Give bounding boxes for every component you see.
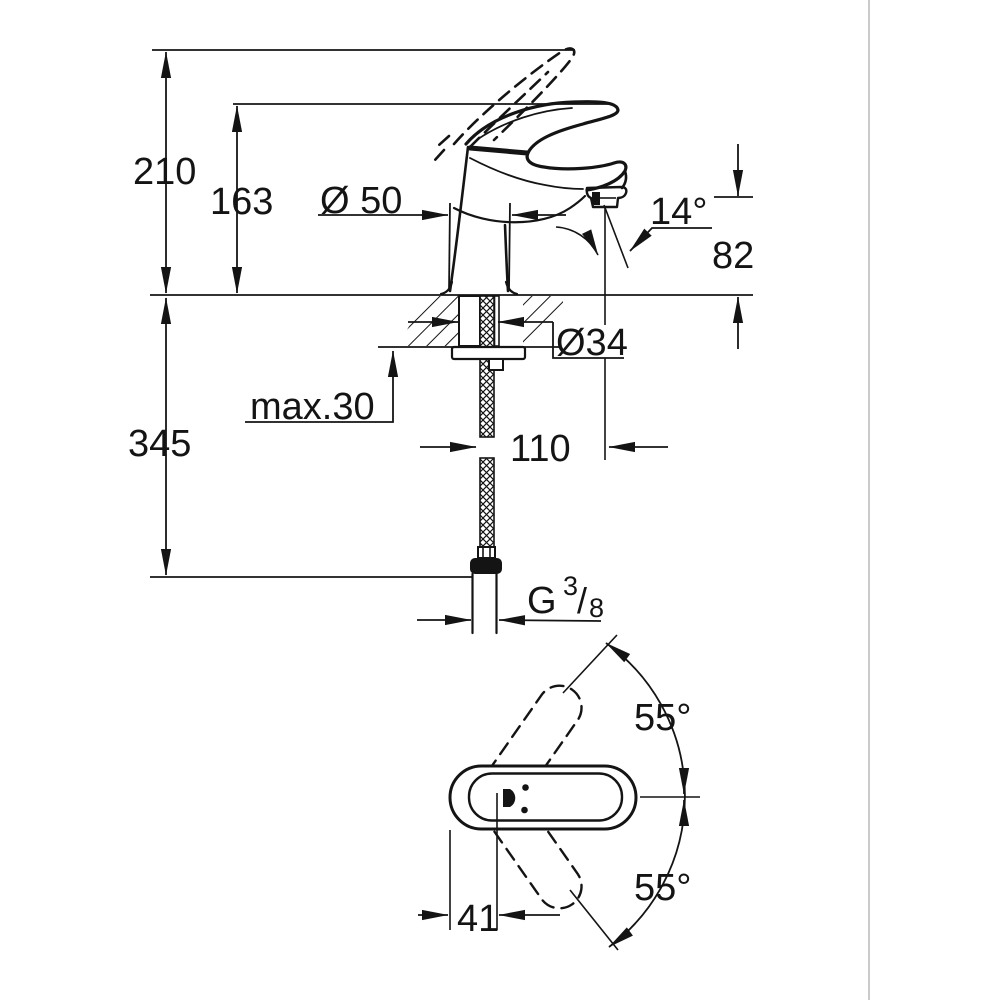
dim-label-thread: G 3 / 8 [527,571,604,623]
connector-nut [470,558,502,574]
handle-dot-top [522,784,529,791]
dim-label-pivot-offset: 41 [457,898,499,940]
fastening-flange [450,345,527,361]
spout-aerator [585,185,628,209]
dim-label-spout-outlet-height: 82 [712,235,754,277]
swivel-arc-dimension [418,642,690,948]
rod-clamp [488,358,504,371]
faucet-body-outline [439,100,628,296]
dim-label-hole-diameter: Ø34 [556,322,628,364]
dim-label-spout-angle: 14° [650,191,707,233]
handle-dot-bottom [521,806,528,814]
dim-label-swivel-upper: 55° [634,697,691,739]
dim-label-height-to-handle: 163 [210,181,273,223]
deck-hatch-left [398,296,459,346]
dim-label-body-diameter: Ø 50 [320,180,402,222]
dim-label-overall-height: 210 [133,151,196,193]
deck-hatch-right [523,296,563,346]
handle-top-view: 55° 55° 41 [418,634,700,951]
hose-and-thread-connector [470,457,502,635]
flex-hose-lower [479,457,495,553]
dim-label-spout-projection: 110 [510,428,571,470]
thread-tube [471,572,498,635]
mounting-shank [458,295,481,347]
front-dimension-lines [160,51,744,626]
spout-angle-lines [555,204,629,460]
mounting-deck [398,295,563,438]
dim-label-max-thickness: max.30 [250,386,375,428]
front-reference-lines [150,49,753,578]
pull-rod [493,295,500,347]
hose-collar [477,546,496,559]
dim-label-hose-length: 345 [128,423,191,465]
handle-logo-mark [503,789,516,807]
dim-label-swivel-lower: 55° [634,867,691,909]
faucet-front-view: 210 163 Ø 50 14° 82 Ø34 max.30 345 110 G… [128,47,754,635]
